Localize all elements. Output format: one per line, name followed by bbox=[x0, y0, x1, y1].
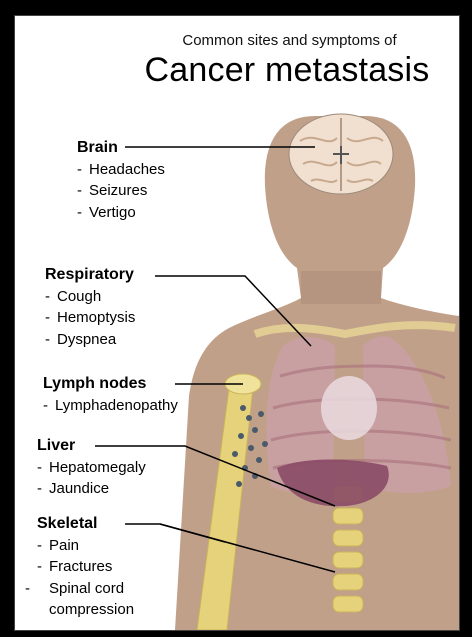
site-brain: Brain -Headaches -Seizures -Vertigo bbox=[77, 137, 165, 223]
symptom-item: -Hemoptysis bbox=[45, 307, 135, 329]
symptom-item: -Seizures bbox=[77, 180, 165, 202]
site-liver: Liver -Hepatomegaly -Jaundice bbox=[37, 435, 146, 500]
diagram-supertitle: Common sites and symptoms of bbox=[15, 32, 459, 49]
site-label: Lymph nodes bbox=[43, 373, 178, 395]
symptom-item: -Fractures bbox=[37, 556, 179, 578]
symptom-item: -Lymphadenopathy bbox=[43, 395, 178, 417]
brain-illustration bbox=[289, 114, 393, 194]
site-label: Liver bbox=[37, 435, 146, 457]
diagram-panel: Common sites and symptoms of Cancer meta… bbox=[14, 15, 460, 631]
site-respiratory: Respiratory -Cough -Hemoptysis -Dyspnea bbox=[45, 264, 135, 350]
site-label: Skeletal bbox=[37, 513, 179, 535]
symptom-item: -Spinal cord compression bbox=[37, 578, 179, 621]
neck bbox=[301, 271, 381, 304]
symptom-item: -Jaundice bbox=[37, 478, 146, 500]
symptom-item: -Cough bbox=[45, 286, 135, 308]
symptom-item: -Vertigo bbox=[77, 202, 165, 224]
diagram-title: Cancer metastasis bbox=[15, 51, 459, 90]
symptom-item: -Pain bbox=[37, 535, 179, 557]
site-skeletal: Skeletal -Pain -Fractures -Spinal cord c… bbox=[37, 513, 179, 621]
symptom-item: -Dyspnea bbox=[45, 329, 135, 351]
symptom-item: -Headaches bbox=[77, 159, 165, 181]
site-label: Respiratory bbox=[45, 264, 135, 286]
site-lymph-nodes: Lymph nodes -Lymphadenopathy bbox=[43, 373, 178, 416]
site-label: Brain bbox=[77, 137, 165, 159]
symptom-item: -Hepatomegaly bbox=[37, 457, 146, 479]
